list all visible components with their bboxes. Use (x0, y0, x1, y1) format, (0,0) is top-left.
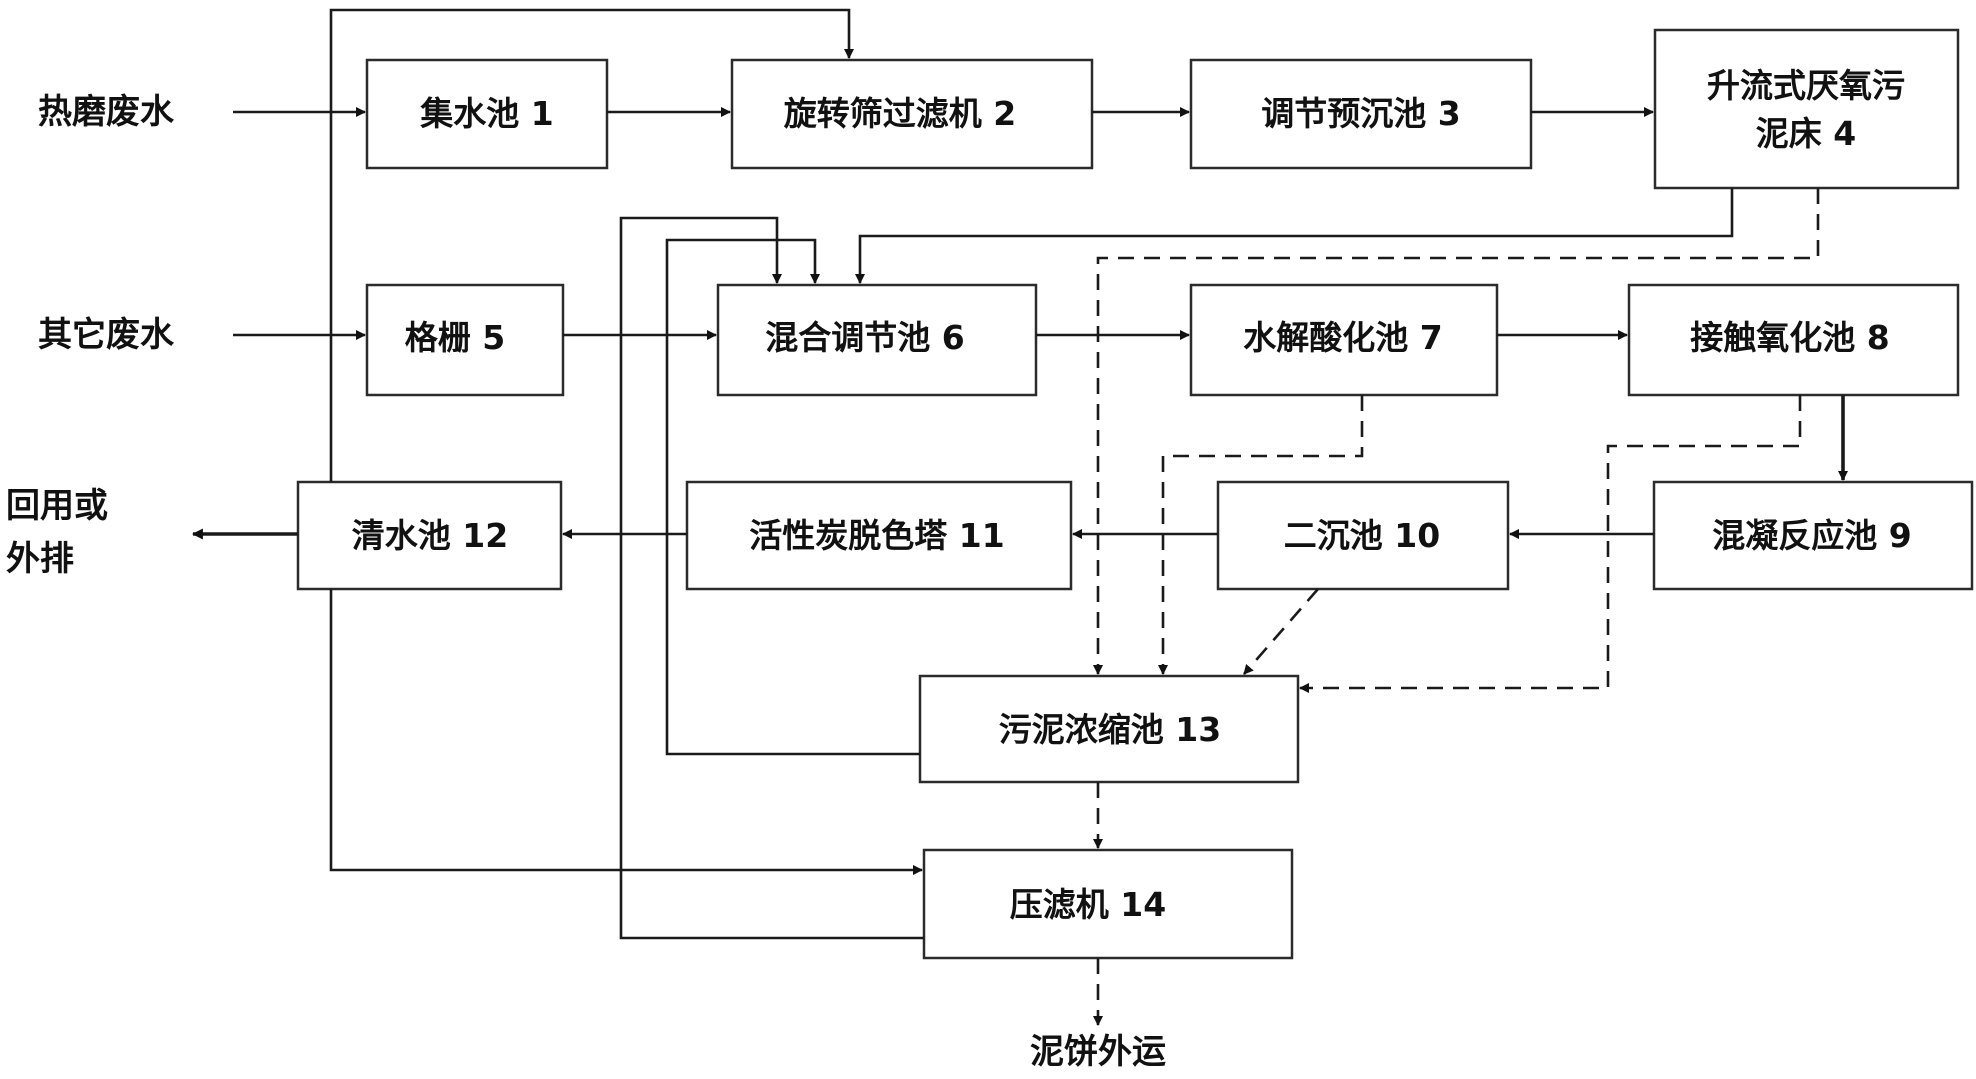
arrow-12-to-2 (329, 8, 854, 482)
unit-label-9: 混凝反应池 9 (1712, 516, 1912, 556)
unit-label-13: 污泥浓缩池 13 (998, 710, 1222, 750)
unit-box-7 (1189, 283, 1499, 397)
unit-box-14 (922, 848, 1294, 960)
arrow-4-to-6 (855, 188, 1734, 284)
unit-label-3: 调节预沉池 3 (1261, 94, 1461, 134)
arrow-12-to-14 (329, 589, 923, 875)
unit-label-12: 清水池 12 (351, 516, 509, 556)
unit-label-4-line2: 泥床 4 (1755, 114, 1857, 153)
unit-box-8 (1627, 283, 1960, 397)
unit-label-11: 活性炭脱色塔 11 (749, 516, 1005, 556)
sludge-10-to-13 (1243, 588, 1319, 675)
unit-label-6: 混合调节池 6 (765, 318, 965, 358)
input-thermo-wastewater: 热磨废水 (38, 92, 174, 132)
unit-box-13 (918, 674, 1300, 784)
unit-label-7: 水解酸化池 7 (1243, 318, 1443, 358)
unit-box-9 (1652, 480, 1974, 591)
unit-label-5: 格栅 5 (404, 318, 506, 358)
unit-label-4: 升流式厌氧污 泥床 4 (1707, 62, 1905, 158)
unit-box-6 (716, 283, 1038, 397)
unit-label-1: 集水池 1 (420, 94, 554, 134)
output-sludge-cake: 泥饼外运 (1030, 1032, 1166, 1072)
unit-box-5 (365, 283, 565, 397)
sludge-7-to-13 (1158, 395, 1364, 675)
unit-box-3 (1189, 58, 1533, 170)
unit-label-8: 接触氧化池 8 (1690, 318, 1890, 358)
unit-label-2: 旋转筛过滤机 2 (783, 94, 1017, 134)
unit-label-10: 二沉池 10 (1283, 516, 1441, 556)
unit-box-2 (730, 58, 1094, 170)
unit-label-14: 压滤机 14 (1009, 885, 1167, 925)
arrow-13-to-6 (665, 238, 920, 756)
unit-box-10 (1216, 480, 1510, 591)
unit-box-11 (685, 480, 1073, 591)
unit-label-4-line1: 升流式厌氧污 (1707, 66, 1905, 106)
input-other-wastewater: 其它废水 (38, 315, 174, 355)
output-reuse: 回用或 外排 (6, 480, 108, 585)
output-reuse-line1: 回用或 (6, 486, 108, 526)
unit-box-1 (365, 58, 609, 170)
sludge-8-to-13 (1299, 395, 1802, 693)
sludge-4-to-13 (1093, 188, 1820, 675)
unit-box-4 (1653, 28, 1960, 190)
unit-box-12 (296, 480, 563, 591)
output-reuse-line2: 外排 (6, 538, 74, 579)
